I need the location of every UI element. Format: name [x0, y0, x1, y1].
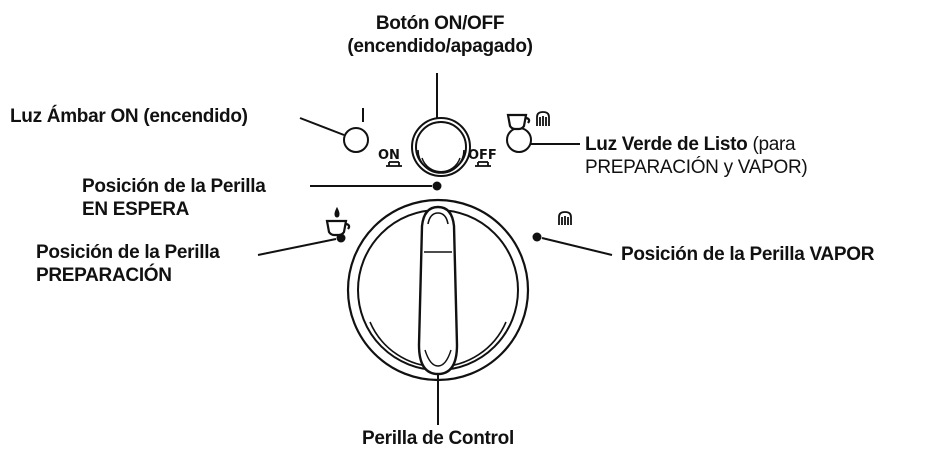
green-light-label: Luz Verde de Listo (para PREPARACIÓN y V…	[585, 133, 808, 179]
standby-position-label: Posición de la Perilla EN ESPERA	[82, 175, 266, 221]
leader-lines	[257, 73, 613, 425]
amber-light	[343, 108, 369, 153]
steam-position-label: Posición de la Perilla VAPOR	[621, 244, 875, 265]
off-label: OFF	[468, 148, 497, 163]
amber-light-label: Luz Ámbar ON (encendido)	[10, 106, 248, 127]
power-button-label-line2: (encendido/apagado)	[347, 36, 533, 57]
steam-icon	[536, 111, 550, 126]
coffee-cup-drop-icon	[325, 206, 351, 237]
power-button-label: Botón ON/OFF (encendido/apagado)	[330, 12, 550, 58]
brew-position-label: Posición de la Perilla PREPARACIÓN	[36, 241, 220, 287]
standby-position-dot	[432, 181, 442, 191]
control-knob[interactable]	[346, 198, 530, 382]
control-knob-label: Perilla de Control	[362, 428, 514, 449]
brew-label-line1: Posición de la Perilla	[36, 242, 220, 263]
steam-position-dot	[532, 232, 542, 242]
brew-label-line2: PREPARACIÓN	[36, 265, 172, 286]
on-off-button[interactable]	[411, 117, 471, 177]
green-ready-light	[506, 127, 532, 153]
standby-label-line1: Posición de la Perilla	[82, 176, 266, 197]
steam-icon	[558, 211, 572, 225]
brew-position-dot	[336, 233, 346, 243]
green-light-label-bold: Luz Verde de Listo	[585, 134, 748, 155]
on-label: ON	[378, 148, 400, 163]
standby-label-line2: EN ESPERA	[82, 199, 190, 220]
green-light-label-rest: (para	[747, 134, 796, 155]
power-button-label-line1: Botón ON/OFF	[375, 13, 505, 34]
green-light-label-line2: PREPARACIÓN y VAPOR)	[585, 157, 808, 178]
coffee-cup-icon	[506, 113, 531, 131]
indicator-bar-icon	[386, 161, 491, 167]
